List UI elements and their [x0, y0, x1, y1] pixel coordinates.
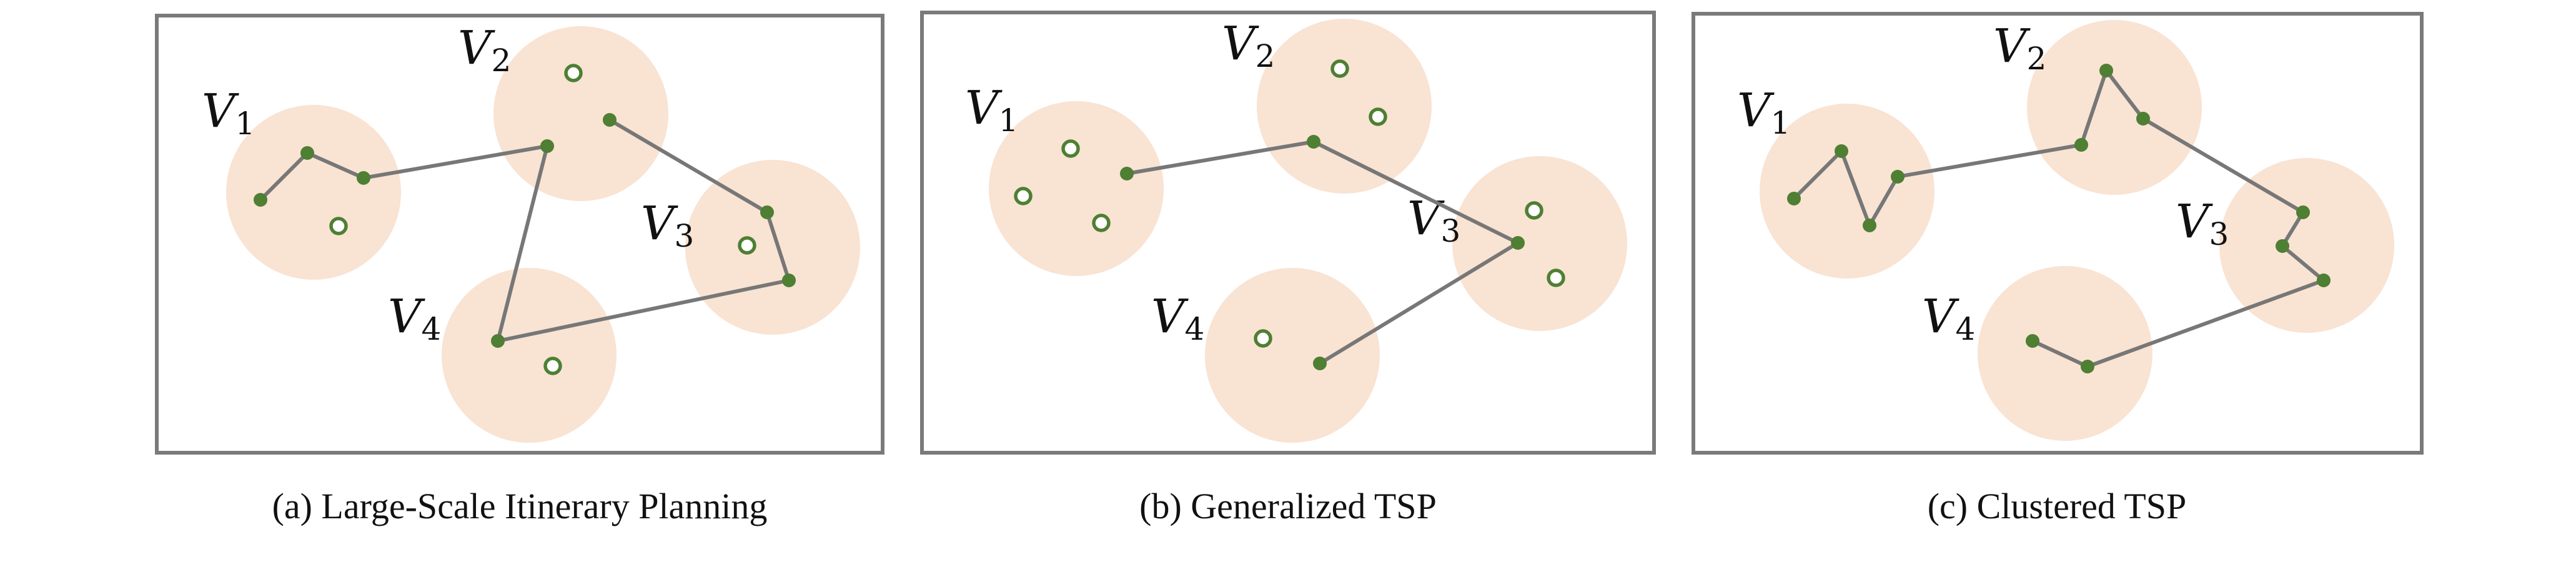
route-edge	[2079, 69, 2108, 147]
cluster-v2-label: V2	[458, 21, 511, 79]
visited-node	[2081, 360, 2094, 373]
cluster-v1-label: V1	[202, 84, 255, 142]
visited-node	[300, 146, 314, 160]
unvisited-node	[738, 236, 756, 255]
panel-a: V1 V2 V3 V4 (a) Large-Scale Itinerary Pl…	[155, 14, 884, 526]
visited-node	[1787, 192, 1801, 205]
cluster-v4-label: V4	[388, 290, 441, 347]
route-edge	[2141, 117, 2305, 214]
route-edge	[1318, 241, 1520, 365]
panel-c-caption: (c) Clustered TSP	[1928, 486, 2187, 526]
route-edge	[1840, 149, 1871, 227]
unvisited-node	[329, 217, 348, 235]
cluster-v1-label: V1	[965, 81, 1018, 139]
panel-b-frame	[920, 11, 1656, 455]
visited-node	[2136, 112, 2150, 126]
route-edge	[259, 151, 309, 202]
cluster-v3-label: V3	[2176, 195, 2229, 252]
route-edge	[2104, 69, 2145, 121]
route-edge	[2086, 279, 2326, 368]
visited-node	[254, 193, 267, 207]
cluster-v3-label: V3	[641, 197, 694, 254]
route-edge	[2031, 339, 2089, 368]
cluster-v2-disk	[2027, 20, 2202, 195]
cluster-v2-label: V2	[1222, 17, 1275, 74]
visited-node	[2074, 138, 2088, 152]
visited-node	[2099, 64, 2113, 77]
panel-b-caption: (b) Generalized TSP	[1139, 486, 1437, 526]
route-edge	[1312, 140, 1520, 245]
visited-node	[760, 205, 774, 219]
route-edge	[1896, 143, 2083, 179]
route-edge	[362, 144, 549, 180]
visited-node	[1835, 144, 1848, 158]
unvisited-node	[564, 64, 583, 82]
panel-c: V1 V2 V3 V4 (c) Clustered	[1692, 12, 2424, 526]
unvisited-node	[1014, 187, 1033, 205]
unvisited-node	[1330, 59, 1349, 78]
unvisited-node	[1061, 139, 1080, 158]
unvisited-node	[1525, 201, 1543, 220]
panel-a-caption: (a) Large-Scale Itinerary Planning	[272, 486, 768, 526]
route-edge	[1868, 175, 1900, 227]
panel-b: V1 V2 V3 V4 (b) Generalized TSP	[920, 11, 1656, 526]
cluster-v4-label: V4	[1922, 290, 1975, 347]
visited-node	[2026, 334, 2039, 348]
visited-node	[1307, 135, 1320, 149]
cluster-v1-disk	[226, 105, 401, 280]
panel-c-frame	[1692, 12, 2424, 455]
route-edge	[1792, 149, 1843, 200]
route-edge	[1125, 140, 1315, 175]
cluster-v3-disk	[685, 160, 860, 335]
unvisited-node	[1547, 269, 1565, 287]
cluster-v3-disk	[1452, 156, 1627, 331]
route-edge	[305, 151, 365, 180]
cluster-v4-disk	[1205, 268, 1380, 443]
cluster-v1-disk	[989, 101, 1164, 276]
unvisited-node	[1092, 214, 1111, 232]
visited-node	[1863, 219, 1876, 232]
cluster-v2-disk	[493, 26, 668, 201]
visited-node	[2317, 274, 2331, 287]
cluster-v1-label: V1	[1737, 84, 1790, 141]
visited-node	[2296, 205, 2310, 219]
visited-node	[1891, 170, 1905, 184]
panel-a-frame	[155, 14, 884, 455]
cluster-v3-disk	[2219, 158, 2394, 333]
visited-node	[357, 171, 370, 185]
visited-node	[1511, 236, 1525, 250]
cluster-v2-label: V2	[1993, 19, 2046, 77]
route-edge	[608, 118, 769, 214]
visited-node	[2276, 239, 2289, 253]
cluster-v2-disk	[1257, 19, 1432, 194]
cluster-v4-label: V4	[1151, 290, 1204, 347]
visited-node	[1313, 357, 1327, 370]
unvisited-node	[543, 357, 562, 375]
cluster-v4-disk	[442, 268, 617, 443]
visited-node	[1120, 167, 1134, 180]
cluster-v1-disk	[1760, 104, 1934, 279]
visited-node	[603, 113, 617, 127]
route-edge	[496, 144, 549, 343]
unvisited-node	[1254, 329, 1272, 348]
visited-node	[540, 139, 554, 153]
visited-node	[782, 274, 796, 287]
cluster-v4-disk	[1978, 266, 2152, 441]
visited-node	[491, 334, 505, 348]
route-edge	[496, 279, 791, 343]
route-edge	[2281, 244, 2326, 282]
cluster-v3-label: V3	[1407, 192, 1460, 249]
route-edge	[765, 210, 791, 282]
unvisited-node	[1369, 107, 1387, 126]
